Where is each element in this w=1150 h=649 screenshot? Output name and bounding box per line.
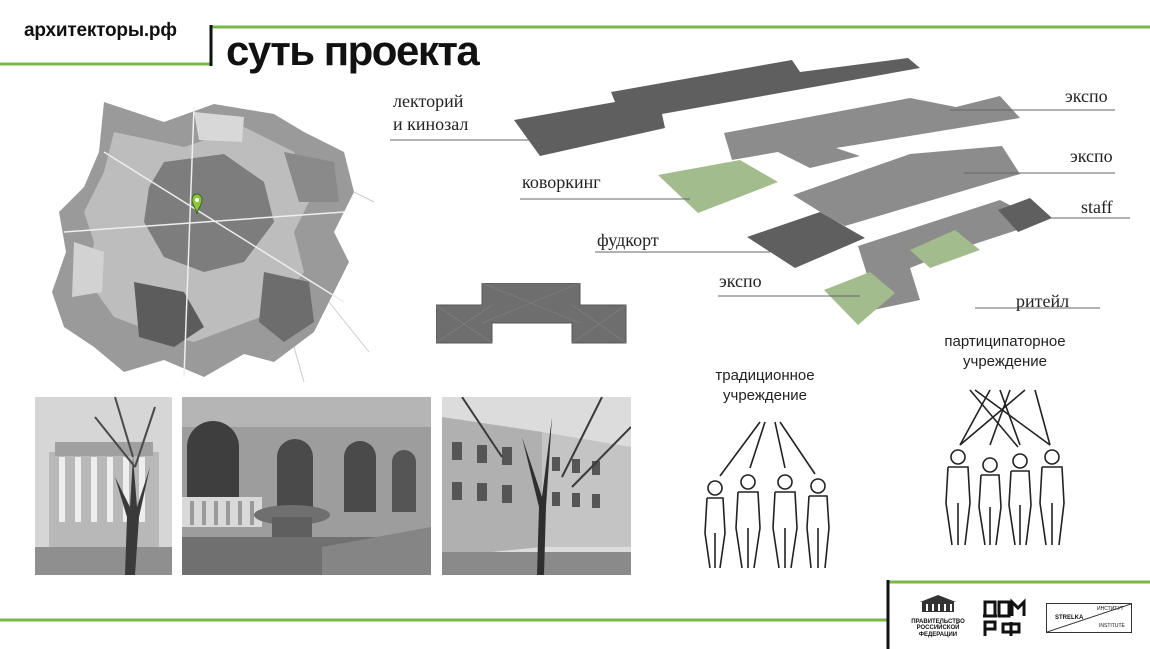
photo-building-columns bbox=[35, 397, 172, 575]
strelka-top-text: ИНСТИТУТ bbox=[1097, 606, 1124, 612]
government-building-icon bbox=[920, 595, 956, 612]
traditional-caption: традиционное учреждение bbox=[715, 367, 815, 405]
leader-lines bbox=[390, 109, 1130, 309]
label-foodcourt: фудкорт bbox=[597, 230, 659, 250]
city-map bbox=[52, 102, 375, 383]
dom-rf-logo-icon bbox=[983, 598, 1026, 636]
strelka-bottom-text: INSTITUTE bbox=[1099, 623, 1125, 629]
photo-street-building bbox=[442, 397, 631, 575]
label-expo-ground: экспо bbox=[719, 271, 762, 291]
label-lectorium: лекторий и кинозал bbox=[393, 91, 469, 134]
photo-arched-facade bbox=[182, 397, 431, 575]
label-retail: ритейл bbox=[1016, 291, 1070, 311]
floor-diagram bbox=[390, 58, 1130, 325]
floor-top bbox=[514, 58, 920, 156]
label-expo-mid: экспо bbox=[1070, 146, 1113, 166]
floor-fourth bbox=[747, 198, 1052, 315]
header-frame bbox=[0, 25, 1150, 66]
location-pin-icon bbox=[191, 193, 203, 215]
floor-second bbox=[658, 96, 1020, 213]
dom-rf-logo bbox=[983, 598, 1027, 638]
page-title: суть проекта bbox=[226, 27, 480, 74]
government-logo: ПРАВИТЕЛЬСТВО РОССИЙСКОЙ ФЕДЕРАЦИИ bbox=[906, 594, 970, 640]
floor-third bbox=[793, 146, 1020, 226]
participatory-people-sketch bbox=[945, 389, 1065, 546]
footer-frame bbox=[0, 580, 1150, 649]
strelka-diagonal bbox=[1047, 604, 1131, 632]
strelka-left-text: STRELKA bbox=[1055, 615, 1084, 621]
label-expo-top: экспо bbox=[1065, 86, 1108, 106]
floor-ground bbox=[824, 272, 895, 325]
government-logo-text: ПРАВИТЕЛЬСТВО РОССИЙСКОЙ ФЕДЕРАЦИИ bbox=[911, 619, 965, 638]
label-staff: staff bbox=[1081, 197, 1113, 217]
strelka-logo: STRELKA ИНСТИТУТ INSTITUTE bbox=[1046, 603, 1132, 633]
building-footprint bbox=[436, 283, 627, 344]
traditional-people-sketch bbox=[704, 421, 830, 569]
participatory-caption: партиципаторное учреждение bbox=[944, 333, 1066, 371]
label-coworking: коворкинг bbox=[522, 172, 601, 192]
site-name: архитекторы.рф bbox=[24, 20, 177, 41]
